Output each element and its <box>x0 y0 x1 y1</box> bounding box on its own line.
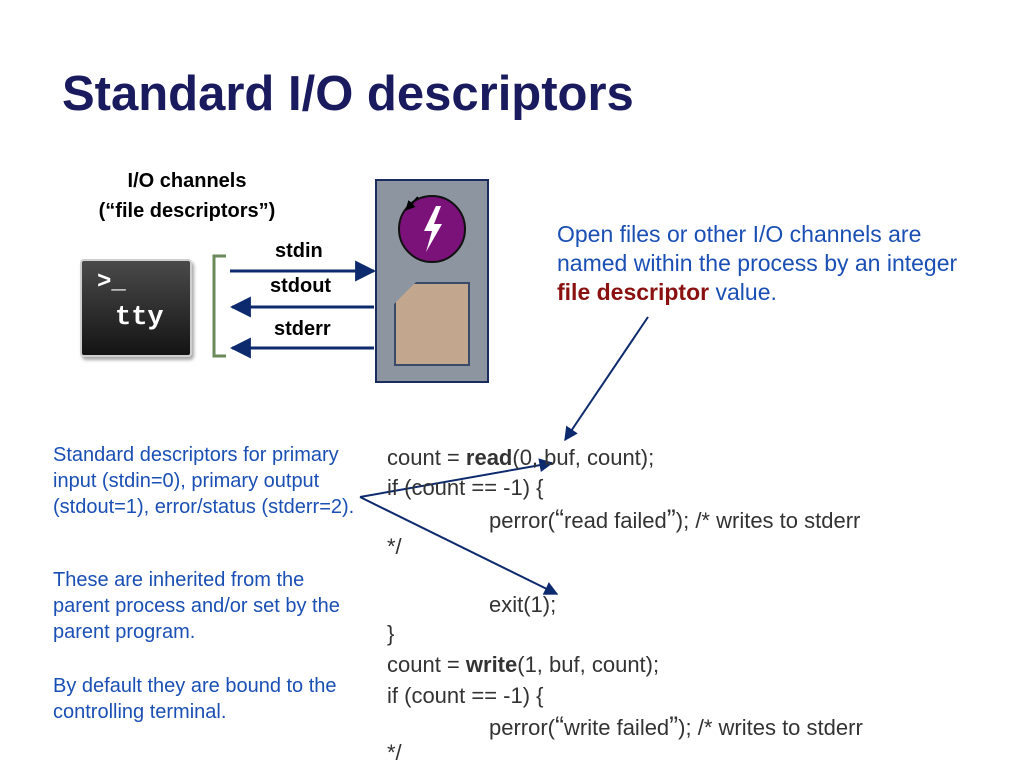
code-line-1: count = read(0, buf, count); <box>387 445 654 471</box>
io-channels-caption: I/O channels (“file descriptors”) <box>66 166 308 226</box>
code-fn-read: read <box>465 445 513 470</box>
code-text: count = <box>387 445 466 470</box>
slide-title: Standard I/O descriptors <box>62 67 634 121</box>
code-line-10: */ <box>387 740 402 765</box>
file-descriptor-note: Open files or other I/O channels are nam… <box>557 220 987 307</box>
code-string: write failed <box>564 715 670 740</box>
code-text: (0, buf, count); <box>512 445 655 470</box>
file-descriptor-note-text: Open files or other I/O channels are nam… <box>557 221 958 276</box>
code-line-7: count = write(1, buf, count); <box>387 652 659 678</box>
terminal-prompt: >_ <box>97 269 126 296</box>
code-quote: ” <box>666 504 676 534</box>
io-channels-caption-line1: I/O channels <box>127 170 247 192</box>
file-descriptor-term: file descriptor <box>557 279 710 305</box>
code-text: ); /* writes to stderr <box>675 508 861 533</box>
terminal-icon: >_ tty <box>80 259 192 357</box>
code-text: count = <box>387 652 466 677</box>
io-channels-caption-line2: (“file descriptors”) <box>98 200 276 222</box>
code-quote: “ <box>555 504 565 534</box>
code-line-2: if (count == -1) { <box>387 475 544 500</box>
code-text: ); /* writes to stderr <box>678 715 863 740</box>
code-quote: “ <box>555 711 565 741</box>
stderr-label: stderr <box>274 318 331 340</box>
code-string: read failed <box>564 508 667 533</box>
code-text: perror( <box>489 508 556 533</box>
stdin-label: stdin <box>275 240 323 262</box>
file-icon <box>394 282 470 366</box>
code-fn-write: write <box>465 652 518 677</box>
code-line-6: } <box>387 621 395 646</box>
code-line-8: if (count == -1) { <box>387 683 544 708</box>
code-line-5: exit(1); <box>489 592 557 617</box>
descriptor-callout-arrow <box>564 316 649 442</box>
code-text: (1, buf, count); <box>517 652 660 677</box>
code-line-4: */ <box>387 534 402 559</box>
standard-descriptors-note: Standard descriptors for primary input (… <box>53 444 355 518</box>
streams-bracket <box>212 254 226 358</box>
inherited-note: These are inherited from the parent proc… <box>53 569 340 643</box>
code-text: perror( <box>489 715 556 740</box>
code-line-3: perror(“read failed”); /* writes to stde… <box>489 506 860 534</box>
terminal-binding-note: By default they are bound to the control… <box>53 675 337 723</box>
code-quote: ” <box>669 711 679 741</box>
code-line-9: perror(“write failed”); /* writes to std… <box>489 713 863 741</box>
stdout-label: stdout <box>270 275 332 297</box>
file-descriptor-note-suffix: value. <box>709 279 777 305</box>
terminal-label: tty <box>115 303 164 333</box>
